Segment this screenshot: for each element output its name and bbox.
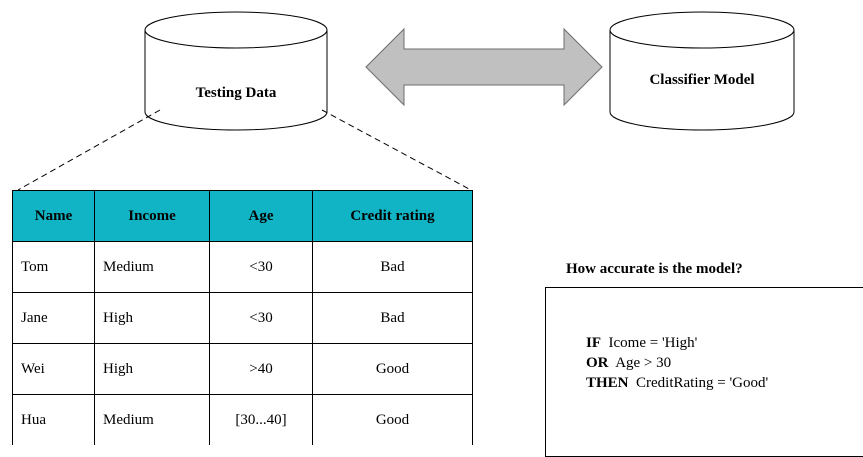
testing-data-label: Testing Data	[195, 85, 277, 101]
table-header-row: Name Income Age Credit rating	[12, 190, 473, 242]
rule-text: IF Icome = 'High' OR Age > 30 THEN Credi…	[586, 333, 768, 393]
cell-name: Tom	[12, 241, 95, 293]
cell-income: High	[94, 343, 210, 395]
rule-keyword: OR	[586, 355, 609, 371]
cell-age: >40	[209, 343, 313, 395]
classifier-model-cylinder-icon	[609, 11, 795, 131]
cell-name: Hua	[12, 394, 95, 445]
header-income: Income	[94, 190, 210, 242]
table-row: Wei High >40 Good	[12, 343, 473, 395]
cell-age: <30	[209, 241, 313, 293]
header-name: Name	[12, 190, 95, 242]
table-row: Tom Medium <30 Bad	[12, 241, 473, 293]
cell-credit-rating: Bad	[312, 241, 473, 293]
rule-box: IF Icome = 'High' OR Age > 30 THEN Credi…	[545, 287, 863, 457]
rule-keyword: THEN	[586, 375, 629, 391]
double-headed-arrow-icon	[365, 27, 603, 107]
table-row: Jane High <30 Bad	[12, 292, 473, 344]
zoom-line-right	[321, 109, 472, 191]
rule-conclusion: CreditRating = 'Good'	[636, 375, 769, 391]
cell-age: <30	[209, 292, 313, 344]
cell-income: Medium	[94, 241, 210, 293]
cell-name: Wei	[12, 343, 95, 395]
testing-data-cylinder-icon	[144, 11, 328, 131]
rule-line-then: THEN CreditRating = 'Good'	[586, 373, 768, 393]
cell-credit-rating: Good	[312, 343, 473, 395]
accuracy-question: How accurate is the model?	[566, 261, 743, 277]
cell-income: Medium	[94, 394, 210, 445]
cell-credit-rating: Good	[312, 394, 473, 445]
testing-data-table: Name Income Age Credit rating Tom Medium…	[12, 190, 473, 445]
table-row: Hua Medium [30...40] Good	[12, 394, 473, 445]
rule-line-or: OR Age > 30	[586, 353, 768, 373]
rule-condition: Age > 30	[615, 355, 672, 371]
cell-income: High	[94, 292, 210, 344]
rule-keyword: IF	[586, 335, 601, 351]
classifier-model-label: Classifier Model	[649, 72, 755, 88]
zoom-line-left	[17, 109, 161, 191]
diagram-canvas	[17, 11, 795, 191]
header-credit-rating: Credit rating	[312, 190, 473, 242]
rule-condition: Icome = 'High'	[608, 335, 698, 351]
cell-age: [30...40]	[209, 394, 313, 445]
cell-credit-rating: Bad	[312, 292, 473, 344]
header-age: Age	[209, 190, 313, 242]
cell-name: Jane	[12, 292, 95, 344]
rule-line-if: IF Icome = 'High'	[586, 333, 768, 353]
